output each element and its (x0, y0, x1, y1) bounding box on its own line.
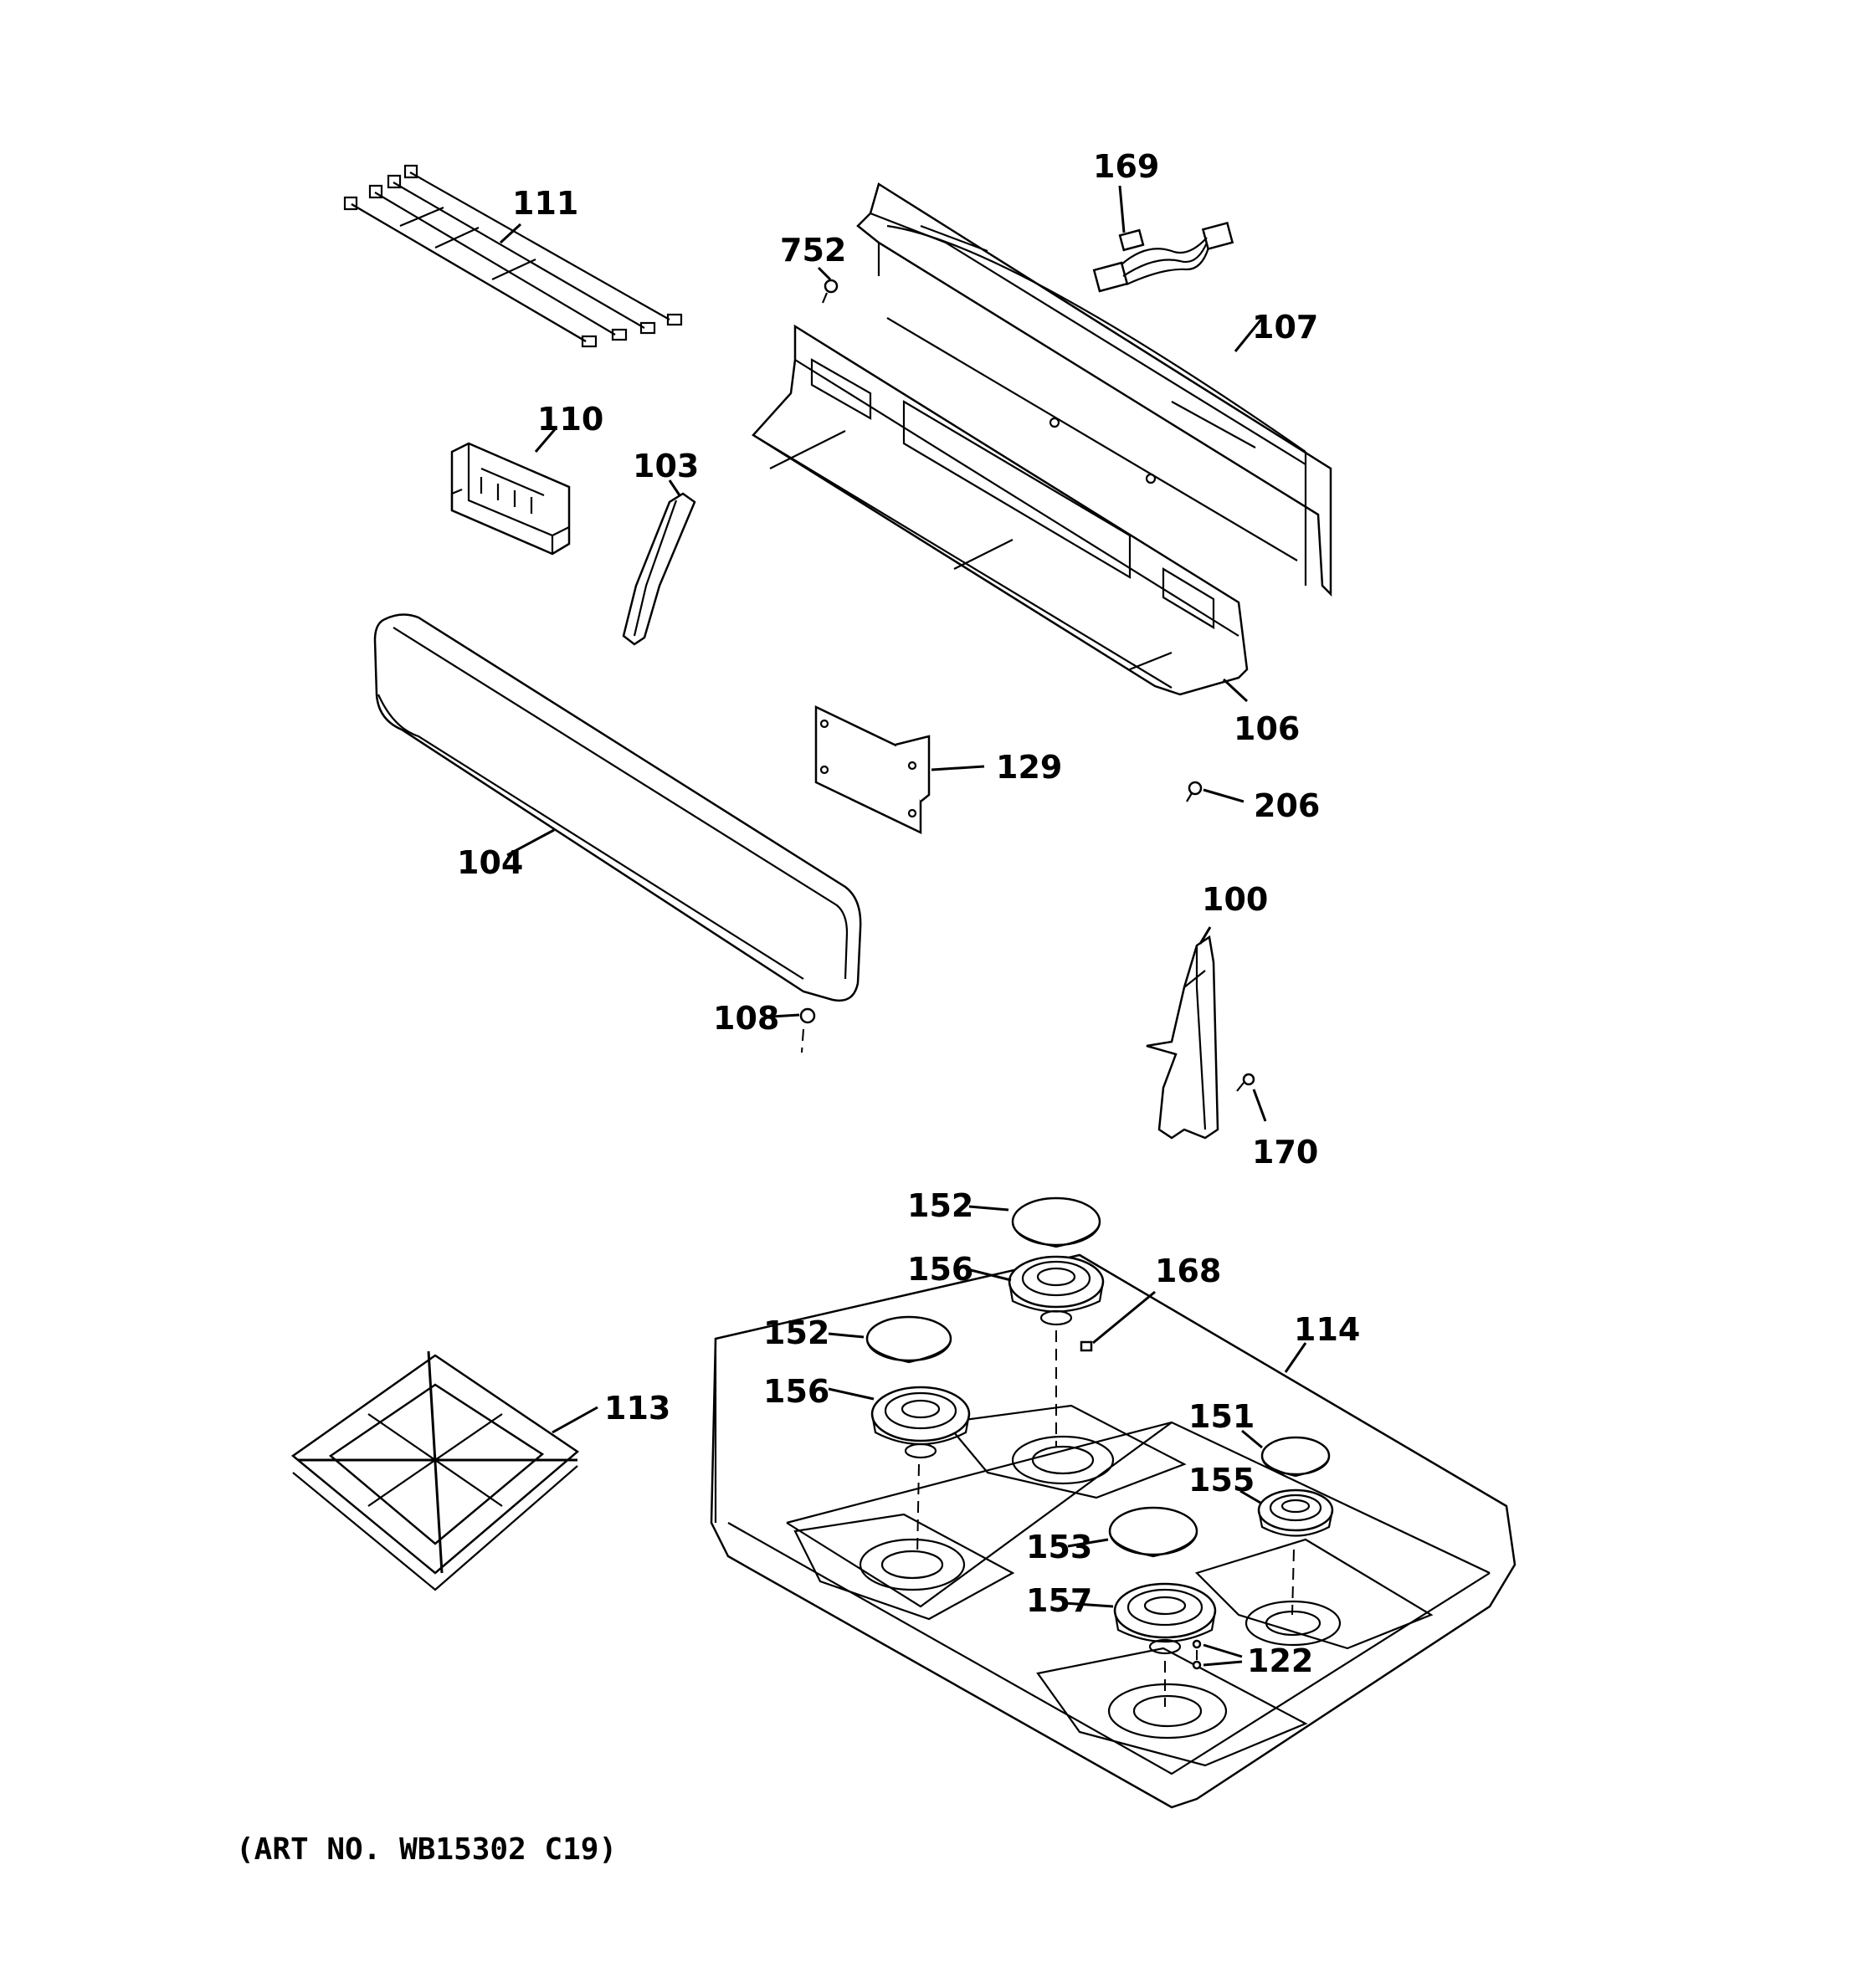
label-156-left: 156 (763, 1373, 829, 1410)
part-157-burner (1113, 1582, 1217, 1655)
part-106-control-panel (752, 324, 1249, 696)
label-129: 129 (996, 749, 1062, 786)
part-113-grate (290, 1350, 580, 1591)
label-752: 752 (780, 232, 846, 269)
label-156-top: 156 (907, 1251, 973, 1288)
part-168-electrode (1080, 1340, 1093, 1352)
label-108: 108 (713, 1000, 779, 1037)
art-number: (ART NO. WB15302 C19) (236, 1832, 617, 1867)
part-152-cap-left (865, 1315, 952, 1364)
part-155-burner (1257, 1488, 1334, 1537)
part-151-cap (1260, 1436, 1331, 1478)
label-113: 113 (604, 1390, 670, 1427)
label-103: 103 (633, 448, 699, 484)
part-103-bracket (622, 492, 696, 646)
part-104-manifold-panel (373, 613, 862, 1002)
part-206-screw (1186, 781, 1203, 802)
part-153-cap (1108, 1506, 1198, 1558)
label-104: 104 (457, 844, 523, 881)
part-108-screw (799, 1007, 816, 1053)
label-155: 155 (1188, 1462, 1255, 1499)
label-169: 169 (1093, 148, 1159, 185)
label-107: 107 (1252, 309, 1318, 346)
label-151: 151 (1188, 1398, 1255, 1435)
label-168: 168 (1155, 1253, 1221, 1289)
part-156-burner-left (870, 1386, 971, 1459)
label-110: 110 (537, 401, 603, 438)
part-107-backguard (856, 182, 1332, 597)
part-122-screws (1192, 1639, 1202, 1670)
label-114: 114 (1294, 1311, 1360, 1348)
part-156-burner-top (1008, 1255, 1105, 1326)
part-170-screw (1236, 1073, 1255, 1092)
label-152-top: 152 (907, 1187, 973, 1224)
part-129-board (814, 705, 931, 834)
part-152-cap-top (1011, 1196, 1101, 1248)
label-206: 206 (1254, 787, 1320, 824)
part-100-bracket (1146, 935, 1219, 1140)
part-752-screw (821, 279, 839, 304)
label-100: 100 (1202, 881, 1268, 918)
label-157: 157 (1026, 1582, 1092, 1619)
label-122: 122 (1247, 1642, 1313, 1679)
label-106: 106 (1234, 710, 1300, 747)
label-153: 153 (1026, 1529, 1092, 1565)
part-labels: 111 169 752 107 110 103 106 129 206 104 … (236, 148, 1360, 1867)
part-169-wire-harness (1092, 221, 1234, 293)
label-170: 170 (1252, 1134, 1318, 1171)
label-111: 111 (512, 185, 578, 222)
label-152-left: 152 (763, 1314, 829, 1351)
part-110-module (450, 442, 571, 556)
part-111-wire-harness (343, 164, 683, 348)
